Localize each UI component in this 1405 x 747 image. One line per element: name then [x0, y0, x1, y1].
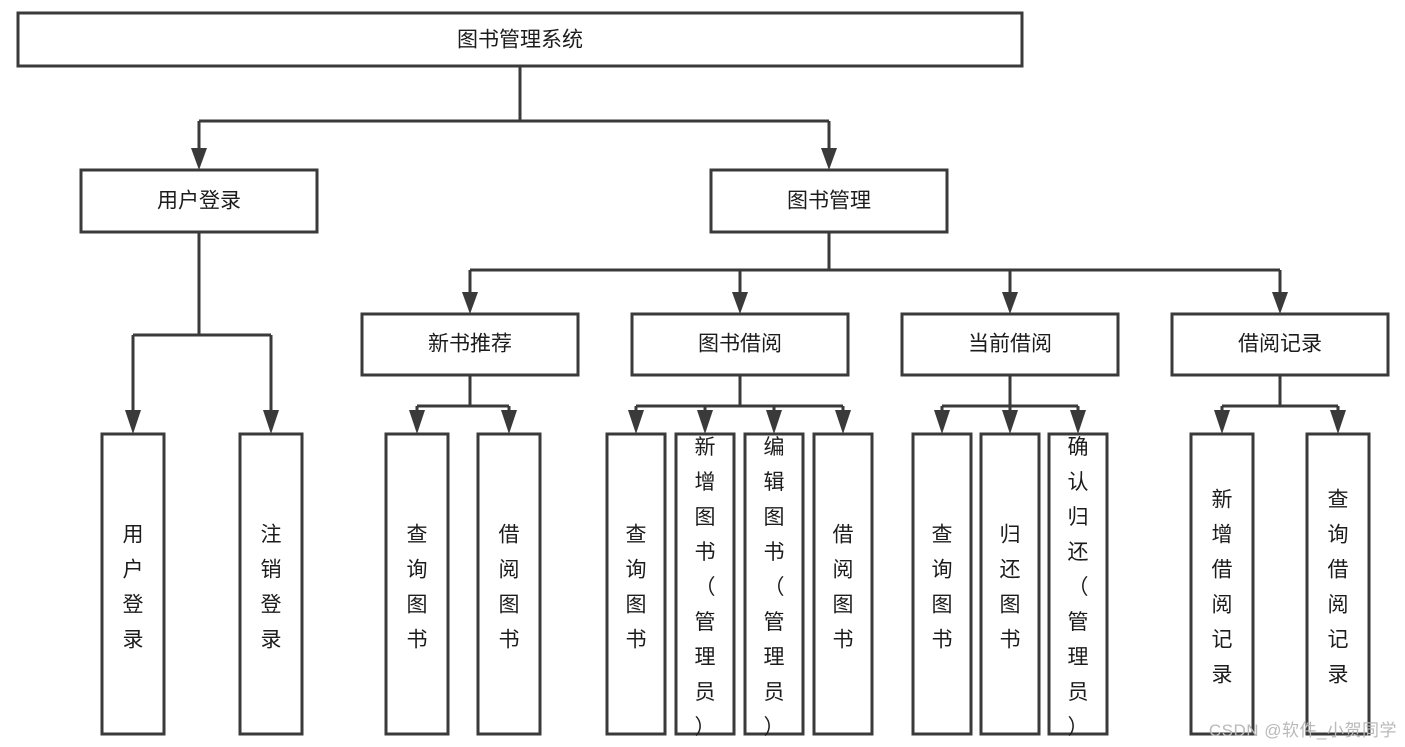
- node-leaf-user-login-label: 用户登录: [123, 523, 144, 651]
- arrow-head-leaf-borrow-book-1: [501, 410, 517, 434]
- node-user-login[interactable]: 用户登录: [79, 168, 319, 234]
- node-current-borrow-box[interactable]: [900, 312, 1120, 377]
- connector-group-borrow-record: [1214, 375, 1346, 434]
- node-leaf-logout-box[interactable]: [238, 432, 304, 736]
- node-borrow-record[interactable]: 借阅记录: [1170, 312, 1390, 377]
- node-leaf-borrow-book-2-label: 借阅图书: [833, 523, 854, 651]
- node-leaf-edit-book[interactable]: 编辑图书（管理员）: [743, 432, 805, 739]
- node-leaf-add-book-label: 新增图书（管理员）: [695, 436, 716, 739]
- node-leaf-add-record-box[interactable]: [1189, 432, 1255, 736]
- arrow-head-leaf-add-book: [697, 410, 713, 434]
- connector-group-new-book-recommend: [409, 375, 517, 434]
- node-book-manage-box[interactable]: [709, 168, 949, 234]
- node-borrow-record-box[interactable]: [1170, 312, 1390, 377]
- arrow-head-leaf-user-login: [125, 410, 141, 434]
- arrow-head-leaf-logout: [263, 410, 279, 434]
- arrow-head-leaf-query-record: [1330, 410, 1346, 434]
- node-leaf-confirm-return-label: 确认归还（管理员）: [1068, 436, 1089, 739]
- node-leaf-add-record-label: 新增借阅记录: [1212, 488, 1233, 686]
- node-leaf-query-book-3-label: 查询图书: [932, 523, 953, 651]
- connector-group-user-login: [125, 232, 279, 434]
- node-leaf-query-book-1[interactable]: 查询图书: [384, 432, 450, 736]
- node-current-borrow-label: 当前借阅: [968, 333, 1052, 356]
- node-leaf-logout[interactable]: 注销登录: [238, 432, 304, 736]
- node-leaf-return-book-box[interactable]: [979, 432, 1041, 736]
- arrow-head-book-manage: [821, 148, 837, 170]
- node-leaf-user-login[interactable]: 用户登录: [100, 432, 166, 736]
- node-leaf-confirm-return-box[interactable]: [1047, 432, 1109, 736]
- node-leaf-query-book-2[interactable]: 查询图书: [605, 432, 667, 736]
- node-leaf-query-book-2-label: 查询图书: [626, 523, 647, 651]
- node-user-login-box[interactable]: [79, 168, 319, 234]
- node-leaf-query-book-2-box[interactable]: [605, 432, 667, 736]
- node-leaf-query-record-box[interactable]: [1305, 432, 1371, 736]
- node-book-borrow[interactable]: 图书借阅: [630, 312, 850, 377]
- node-leaf-borrow-book-1-box[interactable]: [476, 432, 542, 736]
- connector-group-book-manage: [462, 232, 1288, 314]
- node-leaf-query-record[interactable]: 查询借阅记录: [1305, 432, 1371, 736]
- arrow-head-new-book-recommend: [462, 292, 478, 314]
- node-root-label: 图书管理系统: [457, 29, 583, 52]
- node-leaf-borrow-book-1-label: 借阅图书: [499, 523, 520, 651]
- node-leaf-add-book-box[interactable]: [674, 432, 736, 736]
- arrow-head-leaf-query-book-3: [934, 410, 950, 434]
- node-leaf-add-book[interactable]: 新增图书（管理员）: [674, 432, 736, 739]
- node-book-manage[interactable]: 图书管理: [709, 168, 949, 234]
- node-new-book-recommend-label: 新书推荐: [428, 333, 512, 356]
- node-new-book-recommend-box[interactable]: [360, 312, 580, 377]
- arrow-head-current-borrow: [1002, 292, 1018, 314]
- arrow-head-leaf-query-book-2: [628, 410, 644, 434]
- node-leaf-query-book-3-box[interactable]: [911, 432, 973, 736]
- node-leaf-return-book-label: 归还图书: [1000, 523, 1021, 651]
- node-leaf-borrow-book-2-box[interactable]: [812, 432, 874, 736]
- connector-group-current-borrow: [934, 375, 1086, 434]
- node-borrow-record-label: 借阅记录: [1238, 333, 1322, 356]
- node-leaf-query-book-3[interactable]: 查询图书: [911, 432, 973, 736]
- arrow-head-borrow-record: [1272, 292, 1288, 314]
- arrow-head-leaf-add-record: [1214, 410, 1230, 434]
- node-current-borrow[interactable]: 当前借阅: [900, 312, 1120, 377]
- connector-group-book-borrow: [628, 375, 851, 434]
- arrow-head-leaf-edit-book: [766, 410, 782, 434]
- node-leaf-query-record-label: 查询借阅记录: [1328, 488, 1349, 686]
- node-leaf-logout-label: 注销登录: [261, 523, 282, 651]
- node-leaf-confirm-return[interactable]: 确认归还（管理员）: [1047, 432, 1109, 739]
- node-leaf-user-login-box[interactable]: [100, 432, 166, 736]
- node-book-borrow-label: 图书借阅: [698, 333, 782, 356]
- arrow-head-user-login: [191, 148, 207, 170]
- arrow-head-leaf-borrow-book-2: [835, 410, 851, 434]
- node-leaf-edit-book-box[interactable]: [743, 432, 805, 736]
- node-book-borrow-box[interactable]: [630, 312, 850, 377]
- connector-group-root: [191, 66, 837, 170]
- arrow-head-leaf-confirm-return: [1070, 410, 1086, 434]
- watermark-text: CSDN @软件_小贺同学: [1208, 721, 1397, 740]
- arrow-head-book-borrow: [732, 292, 748, 314]
- node-book-manage-label: 图书管理: [787, 190, 871, 213]
- node-user-login-label: 用户登录: [157, 190, 241, 213]
- node-leaf-query-book-1-box[interactable]: [384, 432, 450, 736]
- arrow-head-leaf-query-book-1: [409, 410, 425, 434]
- node-leaf-add-record[interactable]: 新增借阅记录: [1189, 432, 1255, 736]
- node-leaf-edit-book-label: 编辑图书（管理员）: [764, 436, 785, 739]
- node-root-box[interactable]: [16, 11, 1024, 68]
- node-leaf-query-book-1-label: 查询图书: [407, 523, 428, 651]
- node-leaf-borrow-book-1[interactable]: 借阅图书: [476, 432, 542, 736]
- node-leaf-borrow-book-2[interactable]: 借阅图书: [812, 432, 874, 736]
- arrow-head-leaf-return-book: [1002, 410, 1018, 434]
- node-root[interactable]: 图书管理系统: [16, 11, 1024, 68]
- node-new-book-recommend[interactable]: 新书推荐: [360, 312, 580, 377]
- node-leaf-return-book[interactable]: 归还图书: [979, 432, 1041, 736]
